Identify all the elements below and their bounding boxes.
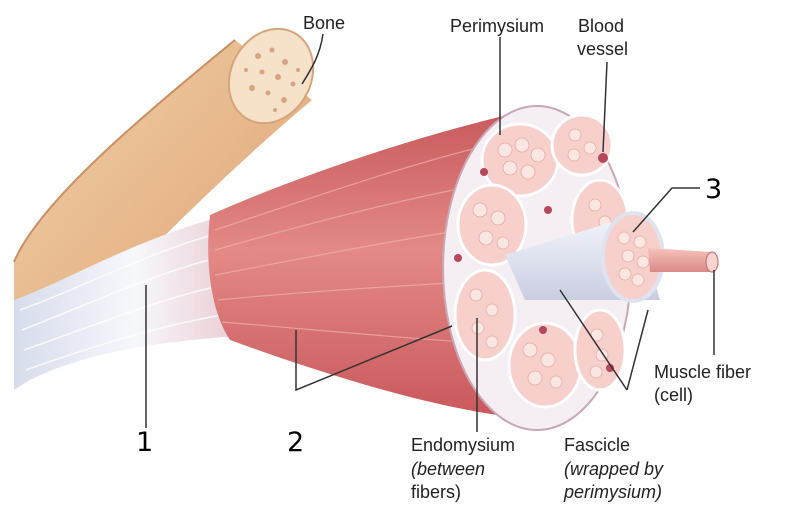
label-endomysium-line2: (between — [411, 459, 486, 479]
number-3: 3 — [705, 174, 723, 205]
label-blood-vessel-line2: vessel — [577, 39, 629, 59]
label-fascicle-line2: (wrapped by — [564, 459, 664, 479]
bone-end — [227, 27, 315, 125]
label-endomysium-line1: Endomysium — [411, 435, 516, 455]
number-2: 2 — [287, 427, 305, 458]
label-endomysium-line3: fibers) — [411, 482, 462, 502]
label-blood-vessel-line1: Blood — [578, 16, 625, 36]
label-muscle-fiber-line2: (cell) — [654, 385, 693, 405]
number-1: 1 — [136, 427, 154, 458]
muscle-fiber — [648, 248, 719, 273]
label-perimysium: Perimysium — [450, 16, 545, 36]
label-bone: Bone — [303, 13, 346, 33]
label-fascicle-line3: perimysium) — [564, 482, 663, 502]
leader-lines — [145, 33, 715, 432]
label-muscle-fiber-line1: Muscle fiber — [654, 362, 752, 382]
fascicle-tube — [505, 211, 665, 303]
label-fascicle-line1: Fascicle — [564, 435, 631, 455]
tendon — [14, 210, 255, 390]
